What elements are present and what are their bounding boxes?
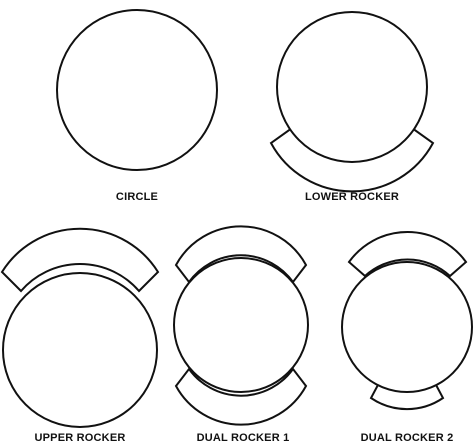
shape-upper-rocker <box>0 227 160 428</box>
dual-rocker-1-top-band <box>174 225 308 284</box>
shape-circle <box>56 9 218 171</box>
label-dual-rocker-1: DUAL ROCKER 1 <box>196 432 290 444</box>
dual-rocker-2-top-band <box>347 230 468 278</box>
upper-rocker-band <box>0 227 160 293</box>
dual-rocker-1-bottom-band <box>174 367 308 426</box>
shape-lower-rocker <box>269 11 435 193</box>
label-upper-rocker: UPPER ROCKER <box>34 432 126 444</box>
circle-body <box>56 9 218 171</box>
shape-dual-rocker-1 <box>173 225 309 426</box>
shape-dual-rocker-2 <box>341 230 473 411</box>
dual-rocker-1-circle <box>173 257 309 393</box>
dual-rocker-2-circle <box>341 261 473 393</box>
lower-rocker-circle <box>276 11 428 163</box>
label-circle: CIRCLE <box>115 191 159 203</box>
label-dual-rocker-2: DUAL ROCKER 2 <box>360 432 454 444</box>
upper-rocker-circle <box>2 272 158 428</box>
label-lower-rocker: LOWER ROCKER <box>304 191 400 203</box>
